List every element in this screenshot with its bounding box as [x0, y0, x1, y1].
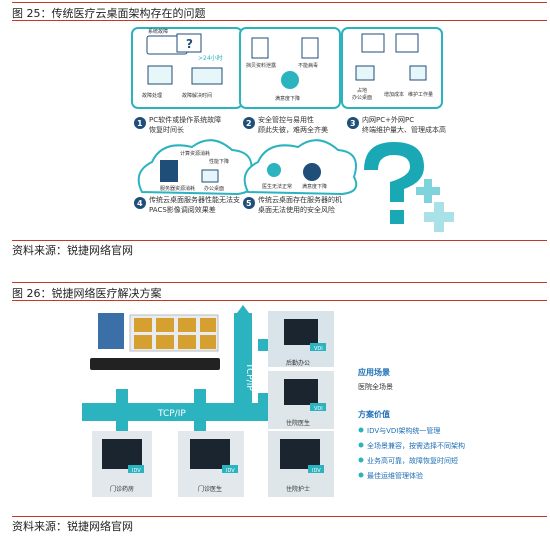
- p5-num: 5: [246, 199, 252, 208]
- medical-cross-icon: [416, 179, 454, 232]
- value-panel: 应用场景 医院全场景 方案价值 IDV与VDI架构统一管理 全场景兼容，按需选择…: [358, 367, 465, 480]
- p1-num: 1: [137, 119, 143, 128]
- p2-text2: 顾此失彼，难两全齐美: [258, 125, 328, 134]
- p4-label-a: 计算资源消耗: [180, 150, 210, 157]
- fig25-panel-3: 占地 办公桌面 增加成本 维护工作量: [341, 27, 443, 109]
- p3-label-a: 占地: [357, 87, 367, 94]
- p2-num: 2: [246, 119, 252, 128]
- photo5-badge: IDV: [312, 468, 321, 474]
- p3-label-b: 办公桌面: [352, 94, 372, 101]
- p2-label-a: 挡贝资料泄露: [246, 62, 276, 69]
- p4-label-c: 服务器资源消耗: [160, 185, 195, 192]
- fig25-caption-rule: [12, 20, 547, 21]
- p3-text2: 终端维护量大、管理成本高: [362, 125, 446, 134]
- scene-title: 应用场景: [358, 367, 390, 377]
- photo-inpatient-nurse: IDV 住院护士: [268, 431, 334, 497]
- fig25-top-rule: [12, 2, 547, 3]
- p5-text2: 桌面无法使用的安全风险: [258, 205, 335, 214]
- p2-label-c: 满意度下降: [275, 95, 300, 102]
- p4-num: 4: [137, 199, 143, 208]
- fig25-panel-1: 系统故障 ? >24小时 故障处理 故障解决时间: [131, 27, 243, 109]
- fig25-illustration: 系统故障 ? >24小时 故障处理 故障解决时间 挡贝资料泄露 不能病毒 满意度…: [12, 22, 547, 238]
- tcp-vertical-label: TCP/IP: [244, 362, 254, 391]
- photo3-label: 门诊医生: [198, 485, 222, 493]
- photo-outpatient-pharmacy: IDV 门诊药房: [92, 431, 152, 497]
- p3-num: 3: [350, 119, 356, 128]
- p1-label-d: >24小时: [198, 54, 223, 62]
- photo-back-office: VDI 后勤办公: [268, 311, 334, 367]
- p1-label-c: 故障解决时间: [182, 92, 212, 99]
- fig26-top-rule: [12, 282, 547, 283]
- p1-text2: 恢复时间长: [149, 125, 184, 134]
- photo3-badge: IDV: [226, 468, 235, 474]
- p3-text1: 内网PC+外网PC: [362, 115, 414, 124]
- p1-label-a: 系统故障: [148, 28, 168, 35]
- fig26-illustration: TCP/IP TCP/IP VDI 后勤办公 VDI 住院医生 IDV 门诊药房: [12, 303, 547, 513]
- fig25-bottom-rule: [12, 240, 547, 241]
- fig25-row1-texts: 1 PC软件或操作系统故障 恢复时间长 2 安全管控与易用性 顾此失彼，难两全齐…: [134, 115, 446, 134]
- photo5-label: 住院护士: [286, 485, 310, 493]
- fig26-bottom-rule: [12, 516, 547, 517]
- p2-label-b: 不能病毒: [298, 62, 318, 69]
- photo4-badge: IDV: [132, 468, 141, 474]
- p1-label-b: 故障处理: [142, 92, 162, 99]
- photo1-label: 后勤办公: [286, 359, 310, 367]
- p3-label-d: 维护工作量: [408, 91, 433, 98]
- question-mark-icon: [364, 142, 424, 224]
- p2-text1: 安全管控与易用性: [258, 115, 314, 124]
- fig26-caption-rule: [12, 300, 547, 301]
- server-cluster: [90, 313, 220, 370]
- fig25-row2-texts: 4 传统云桌面服务器性能无法支 PACS影像调阅效果差 5 传统云桌面存在服务器…: [134, 195, 342, 214]
- p4-text1: 传统云桌面服务器性能无法支: [149, 195, 240, 204]
- p3-label-c: 增加成本: [384, 91, 404, 98]
- p5-label-b: 满意度下降: [302, 183, 327, 190]
- photo4-label: 门诊药房: [110, 485, 134, 493]
- p4-label-d: 办公桌面: [204, 185, 224, 192]
- fig25-source: 资料来源：锐捷网络官网: [12, 244, 133, 257]
- value-item-4: 最佳运维管理体验: [367, 471, 423, 480]
- photo1-badge: VDI: [314, 346, 323, 352]
- value-item-2: 全场景兼容，按需选择不同架构: [367, 441, 465, 450]
- fig25-panel-4: 计算资源消耗 性能下降 服务器资源消耗 办公桌面: [137, 139, 253, 196]
- fig25-caption: 图 25：传统医疗云桌面架构存在的问题: [12, 7, 206, 20]
- fig26-source: 资料来源：锐捷网络官网: [12, 520, 133, 533]
- svg-text:?: ?: [186, 37, 193, 51]
- tcp-horizontal-label: TCP/IP: [157, 409, 186, 419]
- photo2-label: 住院医生: [286, 419, 310, 427]
- p5-label-a: 医生无法正常: [262, 183, 292, 190]
- p4-text2: PACS影像调阅效果差: [149, 205, 216, 214]
- scene-text: 医院全场景: [358, 382, 393, 391]
- p5-text1: 传统云桌面存在服务器的机: [258, 195, 342, 204]
- value-title: 方案价值: [358, 409, 390, 419]
- p1-text1: PC软件或操作系统故障: [149, 115, 221, 124]
- photo-inpatient-doctor: VDI 住院医生: [268, 371, 334, 429]
- photo2-badge: VDI: [314, 406, 323, 412]
- fig25-panel-2: 挡贝资料泄露 不能病毒 满意度下降: [239, 27, 341, 109]
- value-item-1: IDV与VDI架构统一管理: [367, 426, 440, 435]
- p4-label-b: 性能下降: [209, 158, 229, 165]
- photo-outpatient-doctor: IDV 门诊医生: [178, 431, 244, 497]
- value-item-3: 业务高可靠，故障恢复时间短: [367, 456, 458, 465]
- fig25-panel-5: 医生无法正常 满意度下降: [243, 139, 358, 196]
- fig26-caption: 图 26：锐捷网络医疗解决方案: [12, 287, 162, 300]
- tcp-ip-horizontal: TCP/IP: [82, 387, 284, 433]
